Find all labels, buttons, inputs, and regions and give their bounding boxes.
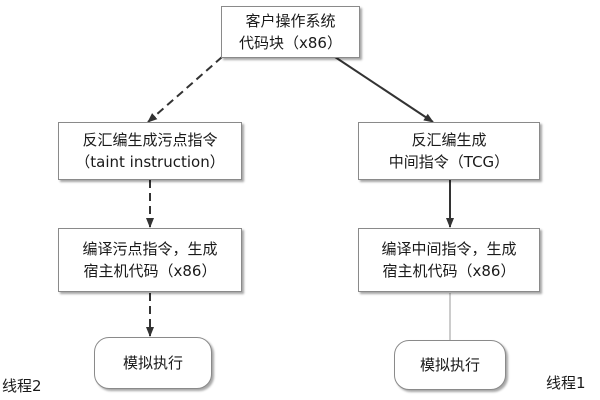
node-disasm-taint-line2: （taint instruction） [75, 153, 225, 171]
thread-label-left: 线程2 [2, 377, 42, 395]
node-compile-tcg-line1: 编译中间指令，生成 [381, 240, 517, 258]
node-compile-taint-line1: 编译污点指令，生成 [82, 240, 218, 258]
node-disasm-taint-line1: 反汇编生成污点指令 [82, 131, 218, 149]
thread-label-right: 线程1 [546, 374, 586, 392]
node-simulate-right-label: 模拟执行 [419, 356, 480, 374]
node-simulate-left-label: 模拟执行 [122, 354, 183, 372]
node-disasm-tcg: 反汇编生成 中间指令（TCG） [358, 122, 540, 180]
node-simulate-left: 模拟执行 [94, 337, 212, 389]
node-guest-code-block-line1: 客户操作系统 [245, 12, 336, 30]
node-disasm-taint: 反汇编生成污点指令 （taint instruction） [58, 122, 242, 180]
node-disasm-tcg-line1: 反汇编生成 [411, 131, 487, 149]
node-compile-tcg: 编译中间指令，生成 宿主机代码（x86） [358, 228, 540, 292]
node-guest-code-block-line2: 代码块（x86） [239, 34, 342, 52]
node-compile-tcg-line2: 宿主机代码（x86） [382, 262, 516, 280]
node-simulate-right: 模拟执行 [394, 340, 506, 390]
node-guest-code-block: 客户操作系统 代码块（x86） [221, 6, 360, 58]
node-compile-taint: 编译污点指令，生成 宿主机代码（x86） [58, 228, 242, 292]
node-compile-taint-line2: 宿主机代码（x86） [83, 262, 217, 280]
edge-guest-to-disasm-tcg [334, 56, 434, 123]
node-disasm-tcg-line2: 中间指令（TCG） [388, 153, 510, 171]
edge-guest-to-disasm-taint [147, 56, 223, 123]
